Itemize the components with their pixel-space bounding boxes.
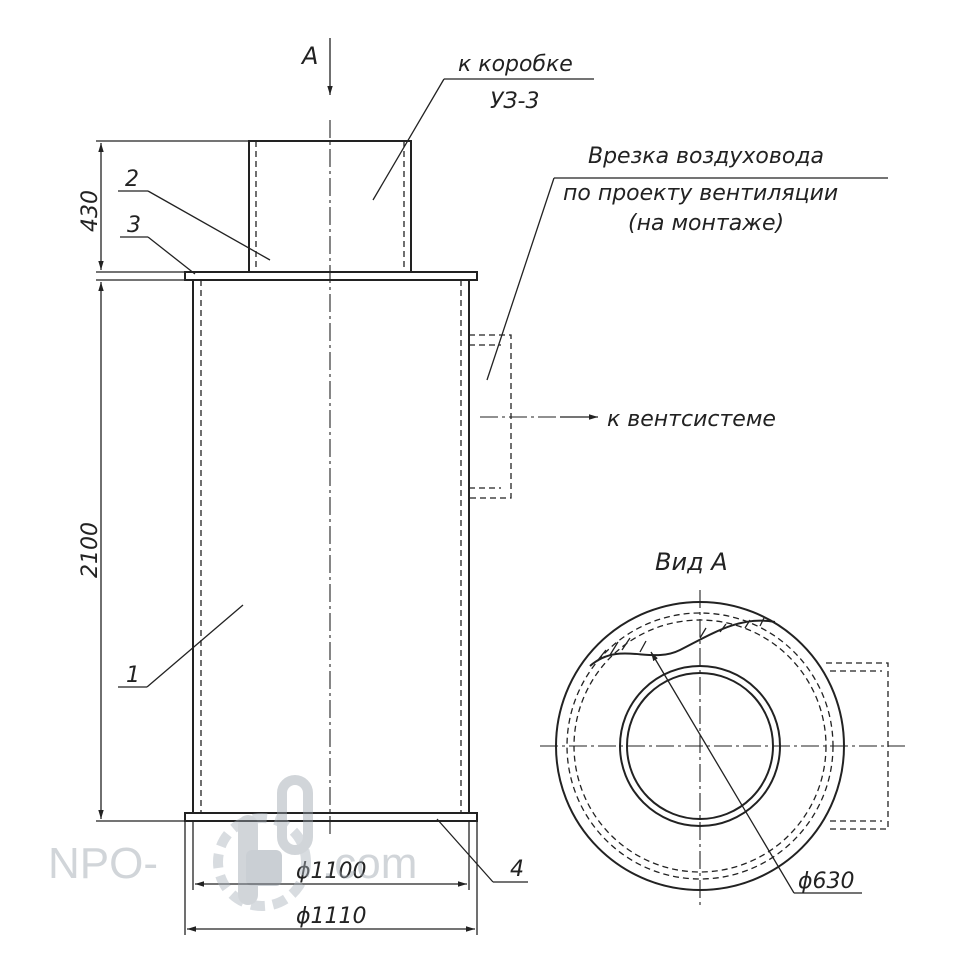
break-line bbox=[589, 619, 776, 667]
leader-to-box bbox=[372, 78, 445, 201]
watermark: NPO- .com bbox=[48, 775, 417, 911]
branch-pipe-outer bbox=[619, 665, 781, 827]
duct-label-line1: Врезка воздуховода bbox=[588, 144, 824, 169]
view-a-title: Вид А bbox=[655, 548, 728, 576]
part-4-label: 4 bbox=[510, 857, 524, 882]
part-1-label: 1 bbox=[126, 663, 140, 688]
watermark-text-left: NPO- bbox=[48, 839, 158, 888]
view-a: Вид А ϕ630 bbox=[540, 548, 905, 905]
dim-2100: 2100 bbox=[78, 522, 103, 578]
part-2-label: 2 bbox=[125, 167, 139, 192]
leader-part-1 bbox=[146, 604, 244, 688]
top-flange bbox=[184, 271, 478, 281]
watermark-logo-icon bbox=[213, 775, 313, 911]
to-box-label-line2: УЗ-3 bbox=[490, 89, 539, 114]
duct-label-line2: по проекту вентиляции bbox=[563, 181, 838, 206]
inner-body-circle-1 bbox=[566, 612, 834, 880]
bottom-flange bbox=[184, 812, 478, 822]
dim-430: 430 bbox=[78, 190, 103, 232]
outer-flange-circle bbox=[555, 601, 845, 891]
view-letter: A bbox=[300, 42, 318, 70]
part-3-label: 3 bbox=[127, 213, 141, 238]
inner-body-circle-2 bbox=[573, 619, 827, 873]
dim-line-630 bbox=[650, 651, 795, 894]
dim-1110: ϕ1110 bbox=[296, 904, 367, 929]
leader-part-2 bbox=[147, 190, 271, 261]
leader-part-4 bbox=[436, 818, 494, 883]
leader-part-3 bbox=[147, 236, 196, 275]
branch-pipe-inner bbox=[626, 672, 774, 820]
leader-duct bbox=[486, 177, 555, 381]
watermark-text-right: .com bbox=[322, 839, 417, 888]
side-duct-plan bbox=[826, 662, 889, 830]
duct-label-line3: (на монтаже) bbox=[628, 211, 784, 236]
front-view: A к вентсистеме к коробке УЗ-3 Врезка во… bbox=[78, 38, 888, 935]
dim-630: ϕ630 bbox=[798, 869, 855, 894]
hatching bbox=[597, 617, 765, 661]
dim-1100: ϕ1100 bbox=[296, 859, 367, 884]
to-vent-label: к вентсистеме bbox=[607, 407, 776, 432]
to-box-label-line1: к коробке bbox=[458, 52, 573, 77]
